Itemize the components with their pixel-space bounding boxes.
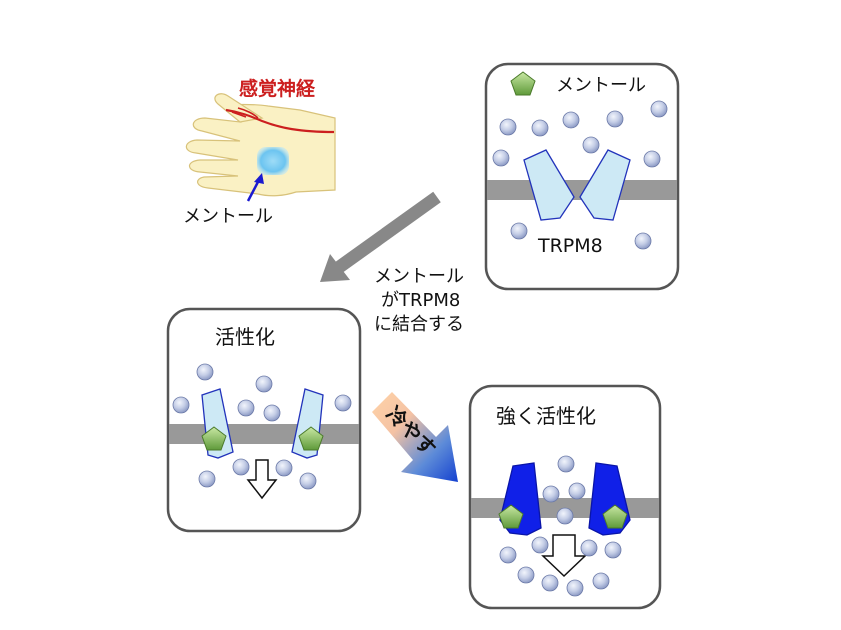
trpm8-label: TRPM8 xyxy=(537,235,603,257)
panel-strong: 強く活性化 xyxy=(468,384,662,610)
ion xyxy=(634,232,652,250)
ion xyxy=(299,472,317,490)
panel-strong-title: 強く活性化 xyxy=(496,404,596,428)
cool-spot xyxy=(257,147,289,175)
ion xyxy=(557,455,575,473)
ion xyxy=(275,459,293,477)
ion-flow-arrow-small xyxy=(246,459,278,500)
menthol-bound-left xyxy=(498,504,524,529)
menthol-bound-left xyxy=(201,426,227,451)
ion xyxy=(510,222,528,240)
ion xyxy=(198,470,216,488)
binding-note: メントール がTRPM8 に結合する xyxy=(374,266,464,335)
ion xyxy=(531,119,549,137)
ion xyxy=(499,546,517,564)
ions-panel-menthol xyxy=(492,100,668,250)
panel-activated: 活性化 xyxy=(166,307,362,533)
binding-arrow-head xyxy=(320,254,350,282)
menthol-pointer-arrowhead xyxy=(254,173,264,184)
trpm8-channel-right xyxy=(579,149,631,221)
ion xyxy=(499,118,517,136)
nerve-line xyxy=(225,108,335,134)
trpm8-channel-left xyxy=(523,149,575,221)
ion xyxy=(541,574,559,592)
ions-panel-strong xyxy=(499,455,622,597)
ion xyxy=(334,394,352,412)
cooling-arrow-shape xyxy=(372,392,458,482)
ion xyxy=(556,507,574,525)
ion xyxy=(562,111,580,129)
hand-illustration: 感覚神経 メントール xyxy=(183,77,336,227)
binding-arrow xyxy=(320,191,441,282)
ion xyxy=(566,579,584,597)
ion xyxy=(517,566,535,584)
ion xyxy=(172,396,190,414)
binding-arrow-shaft xyxy=(334,191,441,274)
ion xyxy=(568,482,586,500)
menthol-bound-right xyxy=(298,426,324,451)
ion xyxy=(232,458,250,476)
ion xyxy=(582,136,600,154)
binding-note-line3: に結合する xyxy=(374,314,464,335)
ion xyxy=(650,100,668,118)
panel-activated-title: 活性化 xyxy=(215,325,275,349)
ion xyxy=(604,541,622,559)
ion xyxy=(492,149,510,167)
panel-menthol: メントール TRPM8 xyxy=(484,62,680,291)
menthol-pointer-arrow xyxy=(246,179,261,202)
hand-menthol-label: メントール xyxy=(183,206,273,227)
ion xyxy=(237,399,255,417)
menthol-legend-icon xyxy=(510,71,536,96)
ion xyxy=(196,363,214,381)
ion xyxy=(263,404,281,422)
menthol-legend-label: メントール xyxy=(556,75,646,96)
ion xyxy=(255,375,273,393)
ion xyxy=(592,572,610,590)
ion-flow-arrow-large xyxy=(541,534,587,578)
binding-note-line2: がTRPM8 xyxy=(381,290,460,311)
nerve-branch xyxy=(231,107,259,119)
ion xyxy=(580,539,598,557)
ion xyxy=(531,536,549,554)
cooling-arrow: 冷やす xyxy=(372,392,458,482)
nerve-label: 感覚神経 xyxy=(239,77,316,100)
panel-menthol-frame xyxy=(484,62,680,291)
membrane xyxy=(169,424,359,444)
binding-note-line1: メントール xyxy=(374,266,464,287)
ions-panel-activated xyxy=(172,363,352,490)
ion xyxy=(606,110,624,128)
menthol-bound-right xyxy=(602,504,628,529)
ion xyxy=(643,150,661,168)
ion xyxy=(542,485,560,503)
